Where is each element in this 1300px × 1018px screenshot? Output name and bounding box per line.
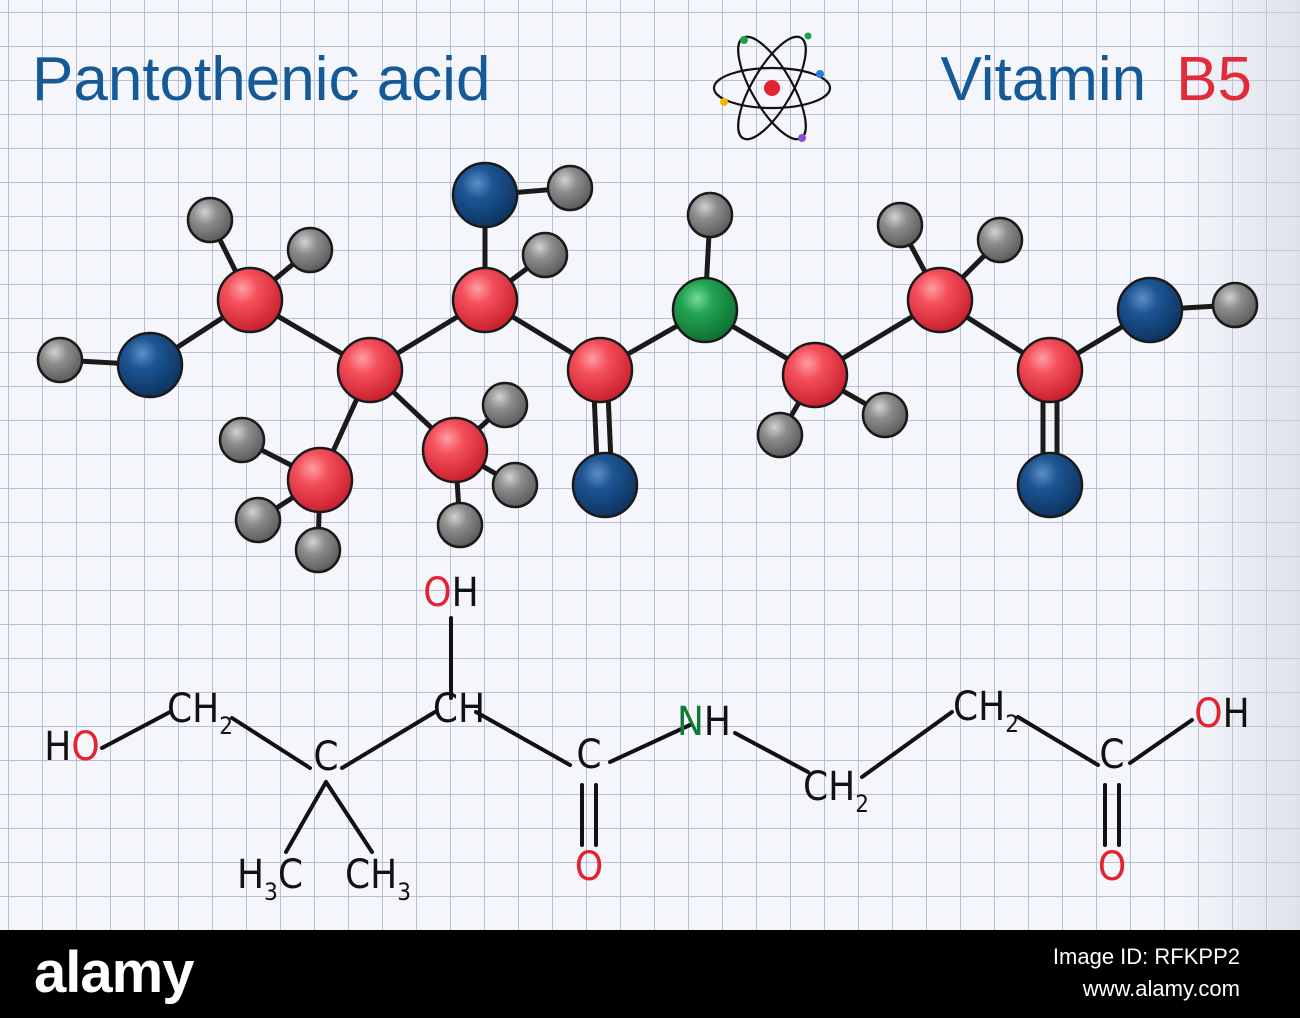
formula-group-OH-right: OH bbox=[1194, 691, 1249, 737]
formula-bond-5 bbox=[608, 723, 692, 764]
carbon-atom-C8 bbox=[906, 266, 974, 334]
nitrogen-atom-N1 bbox=[671, 276, 739, 344]
hydrogen-atom-H12 bbox=[218, 416, 266, 464]
vitamin-word: Vitamin bbox=[940, 45, 1147, 114]
formula-bond-11 bbox=[324, 780, 374, 854]
hydrogen-atom-H11 bbox=[1211, 281, 1259, 329]
hydrogen-atom-H13 bbox=[234, 496, 282, 544]
vitamin-title: Vitamin B5 bbox=[941, 40, 1252, 120]
formula-group-OH-top: OH bbox=[423, 570, 478, 616]
hydrogen-atom-H4 bbox=[546, 164, 594, 212]
formula-group-HO-left: HO bbox=[44, 724, 99, 770]
hydrogen-atom-H6 bbox=[686, 191, 734, 239]
carbon-atom-C4 bbox=[286, 446, 354, 514]
oxygen-atom-O4 bbox=[1116, 276, 1184, 344]
hydrogen-atom-H17 bbox=[436, 501, 484, 549]
carbon-atom-C1 bbox=[216, 266, 284, 334]
hydrogen-atom-H8 bbox=[861, 391, 909, 439]
formula-group-CH3: CH3 bbox=[345, 852, 411, 906]
hydrogen-atom-H2 bbox=[186, 196, 234, 244]
footer-url[interactable]: www.alamy.com bbox=[1082, 976, 1240, 1001]
formula-bond-7 bbox=[860, 710, 954, 779]
carbon-atom-C6 bbox=[566, 336, 634, 404]
hydrogen-atom-H14 bbox=[294, 526, 342, 574]
formula-bond-layer bbox=[100, 616, 1194, 854]
carbon-atom-C7 bbox=[781, 341, 849, 409]
formula-bond-4 bbox=[474, 710, 572, 767]
footer-logo[interactable]: alamy bbox=[34, 940, 194, 1005]
hydrogen-atom-H15 bbox=[481, 381, 529, 429]
hydrogen-atom-H9 bbox=[876, 201, 924, 249]
formula-bond-10 bbox=[284, 780, 328, 854]
formula-bond-3 bbox=[340, 710, 437, 770]
atom-layer bbox=[36, 161, 1259, 574]
formula-group-O-acid: O bbox=[1098, 844, 1126, 890]
image-id-text: Image ID: RFKPP2 bbox=[1052, 944, 1240, 969]
compound-title: Pantothenic acid bbox=[32, 45, 491, 114]
hydrogen-atom-H1 bbox=[36, 336, 84, 384]
formula-bond-6 bbox=[733, 731, 810, 774]
formula-group-O-amide: O bbox=[575, 844, 603, 890]
formula-group-CH2-b: CH2 bbox=[803, 764, 869, 818]
formula-group-C-amide: C bbox=[576, 732, 601, 778]
hydrogen-atom-H10 bbox=[976, 216, 1024, 264]
formula-group-NH: NH bbox=[677, 699, 731, 745]
vitamin-code: B5 bbox=[1176, 45, 1252, 114]
formula-bond-8 bbox=[1016, 715, 1100, 767]
formula-group-C-quat: C bbox=[313, 734, 338, 780]
hydrogen-atom-H7 bbox=[756, 411, 804, 459]
hydrogen-atom-H16 bbox=[491, 461, 539, 509]
oxygen-atom-O1 bbox=[116, 331, 184, 399]
atom-icon bbox=[712, 32, 832, 142]
oxygen-atom-O5 bbox=[1016, 451, 1084, 519]
oxygen-atom-O3 bbox=[571, 451, 639, 519]
oxygen-atom-O2 bbox=[451, 161, 519, 229]
formula-group-C-acid: C bbox=[1099, 732, 1124, 778]
hydrogen-atom-H3 bbox=[286, 226, 334, 274]
carbon-atom-C9 bbox=[1016, 336, 1084, 404]
formula-group-CH2-c: CH2 bbox=[953, 684, 1019, 738]
carbon-atom-C3 bbox=[451, 266, 519, 334]
formula-bond-9 bbox=[1128, 718, 1194, 765]
formula-bond-1 bbox=[100, 710, 172, 750]
carbon-atom-C2 bbox=[336, 336, 404, 404]
footer-bar: alamy Image ID: RFKPP2 www.alamy.com bbox=[0, 930, 1300, 1018]
graph-paper-background: Pantothenic acid Vitamin B5 bbox=[0, 0, 1300, 930]
formula-bond-2 bbox=[230, 716, 312, 770]
formula-group-H3C: H3C bbox=[237, 852, 303, 906]
formula-group-CH2-a: CH2 bbox=[167, 686, 233, 740]
formula-group-CH-mid: CH bbox=[433, 686, 485, 732]
carbon-atom-C5 bbox=[421, 416, 489, 484]
hydrogen-atom-H5 bbox=[521, 231, 569, 279]
